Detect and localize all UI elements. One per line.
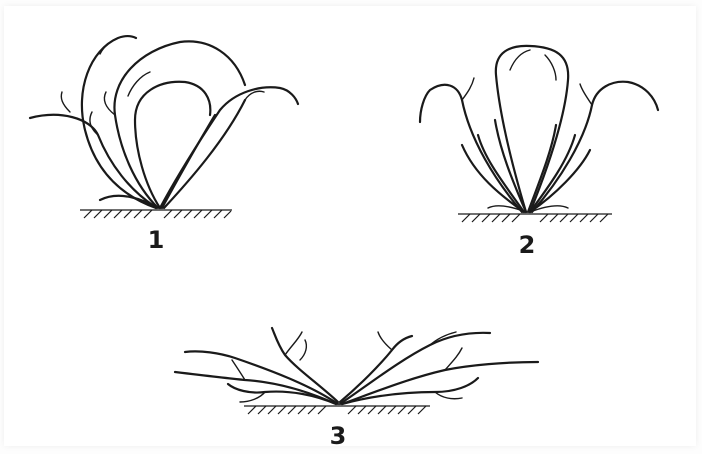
plant-1-stems xyxy=(30,36,298,208)
ground-hatch-1 xyxy=(80,210,232,218)
figure-1-label: 1 xyxy=(148,226,165,254)
figure-3-label: 3 xyxy=(330,422,347,450)
figure-1: 1 xyxy=(30,36,298,254)
ground-hatch-3 xyxy=(244,406,430,414)
plant-3-stems xyxy=(175,328,538,404)
figure-2: 2 xyxy=(420,46,658,259)
figure-2-label: 2 xyxy=(519,231,536,259)
plant-2-stems xyxy=(420,46,658,212)
ground-hatch-2 xyxy=(458,214,612,222)
figure-3: 3 xyxy=(175,328,538,450)
